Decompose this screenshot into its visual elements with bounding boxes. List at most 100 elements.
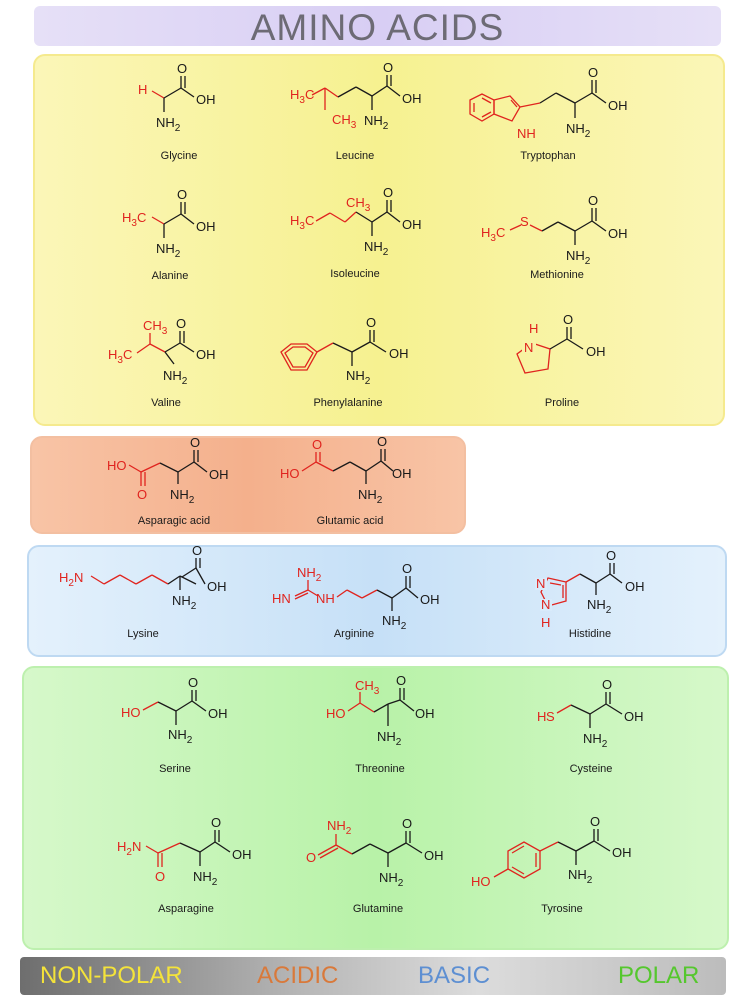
svg-text:S: S	[546, 709, 555, 724]
svg-text:OH: OH	[389, 346, 409, 361]
svg-text:N: N	[536, 576, 545, 591]
histidine-diagram: N N H O OH NH2	[535, 548, 645, 630]
leucine-diagram: H3C CH3 O OH NH2	[290, 60, 422, 132]
svg-text:NH: NH	[316, 591, 335, 606]
svg-text:OH: OH	[402, 217, 422, 232]
svg-text:OH: OH	[392, 466, 412, 481]
svg-text:O: O	[602, 677, 612, 692]
isoleucine-label: Isoleucine	[330, 268, 380, 280]
alanine-diagram: H3C O OH NH2	[122, 187, 216, 260]
svg-text:OH: OH	[196, 219, 216, 234]
svg-text:O: O	[383, 185, 393, 200]
cysteine-label: Cysteine	[569, 763, 613, 775]
svg-text:NH2: NH2	[193, 869, 218, 888]
svg-text:NH2: NH2	[364, 113, 389, 132]
svg-text:HO: HO	[107, 458, 127, 473]
glutamine-label: Glutamine	[352, 903, 404, 915]
svg-text:OH: OH	[208, 706, 228, 721]
svg-text:NH2: NH2	[156, 241, 181, 260]
svg-text:O: O	[190, 435, 200, 450]
svg-text:NH2: NH2	[358, 487, 383, 506]
phenylalanine-label: Phenylalanine	[313, 397, 383, 409]
cysteine-diagram: H S O OH NH2	[537, 677, 644, 750]
isoleucine-diagram: H3C CH3 O OH NH2	[290, 185, 422, 258]
alanine-label: Alanine	[151, 270, 189, 282]
svg-text:NH2: NH2	[327, 818, 352, 837]
svg-text:OH: OH	[207, 579, 227, 594]
acidic-group	[30, 436, 466, 534]
svg-text:H3C: H3C	[122, 210, 146, 229]
svg-text:O: O	[211, 815, 221, 830]
svg-text:O: O	[606, 548, 616, 563]
legend-acidic: ACIDIC	[257, 962, 339, 989]
svg-text:H2N: H2N	[59, 570, 83, 589]
serine-label: Serine	[159, 763, 191, 775]
glycine-label: Glycine	[160, 150, 198, 162]
phenylalanine-diagram: O OH NH2	[280, 315, 409, 387]
svg-text:O: O	[312, 437, 322, 452]
glutamic-acid-diagram: HO O O OH NH2	[280, 434, 412, 506]
svg-text:OH: OH	[612, 845, 632, 860]
glycine-diagram: H O OH NH2	[138, 61, 216, 134]
svg-text:O: O	[177, 187, 187, 202]
threonine-label: Threonine	[355, 763, 405, 775]
svg-text:NH2: NH2	[168, 727, 193, 746]
svg-text:OH: OH	[625, 579, 645, 594]
lysine-diagram: H2N O OH NH2	[59, 543, 227, 612]
asparagine-label: Asparagine	[158, 903, 214, 915]
svg-text:NH2: NH2	[566, 248, 591, 267]
nonpolar-group	[33, 54, 725, 426]
svg-text:O: O	[396, 673, 406, 688]
valine-diagram: H3C CH3 O OH NH2	[108, 316, 216, 387]
lysine-label: Lysine	[127, 628, 159, 640]
svg-text:H: H	[541, 615, 550, 630]
svg-text:NH2: NH2	[568, 867, 593, 886]
svg-text:CH3: CH3	[355, 678, 380, 697]
svg-text:OH: OH	[196, 92, 216, 107]
svg-text:NH2: NH2	[587, 597, 612, 616]
svg-text:NH2: NH2	[172, 593, 197, 612]
svg-text:H: H	[138, 82, 147, 97]
svg-text:NH2: NH2	[364, 239, 389, 258]
tyrosine-label: Tyrosine	[541, 903, 583, 915]
methionine-label: Methionine	[530, 269, 584, 281]
tryptophan-diagram: NH O OH NH2	[469, 65, 628, 141]
asparagine-diagram: H2N O O OH NH2	[117, 815, 252, 888]
svg-text:O: O	[588, 65, 598, 80]
svg-text:OH: OH	[586, 344, 606, 359]
svg-text:H2N: H2N	[117, 839, 141, 858]
leucine-label: Leucine	[335, 150, 375, 162]
legend-polar: POLAR	[618, 962, 700, 989]
glutamic-acid-label: Glutamic acid	[316, 515, 384, 527]
tyrosine-diagram: HO O OH NH2	[471, 814, 632, 889]
aspartic-acid-diagram: HO O O OH NH2	[107, 435, 229, 506]
valine-label: Valine	[151, 397, 181, 409]
svg-text:O: O	[306, 850, 316, 865]
svg-text:O: O	[590, 814, 600, 829]
svg-text:O: O	[377, 434, 387, 449]
svg-text:N: N	[524, 340, 533, 355]
legend-basic: BASIC	[418, 962, 491, 989]
svg-text:NH2: NH2	[379, 870, 404, 889]
svg-text:NH2: NH2	[377, 729, 402, 748]
tryptophan-label: Tryptophan	[520, 150, 576, 162]
aspartic-acid-label: Asparagic acid	[137, 515, 211, 527]
svg-text:O: O	[155, 869, 165, 884]
basic-group	[27, 545, 727, 657]
svg-text:O: O	[402, 816, 412, 831]
svg-text:OH: OH	[608, 98, 628, 113]
polar-group	[22, 666, 729, 950]
legend-nonpolar: NON-POLAR	[40, 962, 183, 989]
svg-text:OH: OH	[402, 91, 422, 106]
svg-text:NH2: NH2	[583, 731, 608, 750]
glutamine-diagram: NH2 O O OH NH2	[306, 816, 444, 889]
svg-text:OH: OH	[420, 592, 440, 607]
threonine-diagram: HO CH3 O OH NH2	[326, 673, 435, 748]
svg-text:NH2: NH2	[566, 121, 591, 140]
serine-diagram: HO O OH NH2	[121, 675, 228, 746]
svg-text:H3C: H3C	[108, 347, 132, 366]
svg-text:OH: OH	[209, 467, 229, 482]
svg-text:N: N	[541, 597, 550, 612]
svg-text:O: O	[176, 316, 186, 331]
arginine-label: Arginine	[333, 628, 375, 640]
